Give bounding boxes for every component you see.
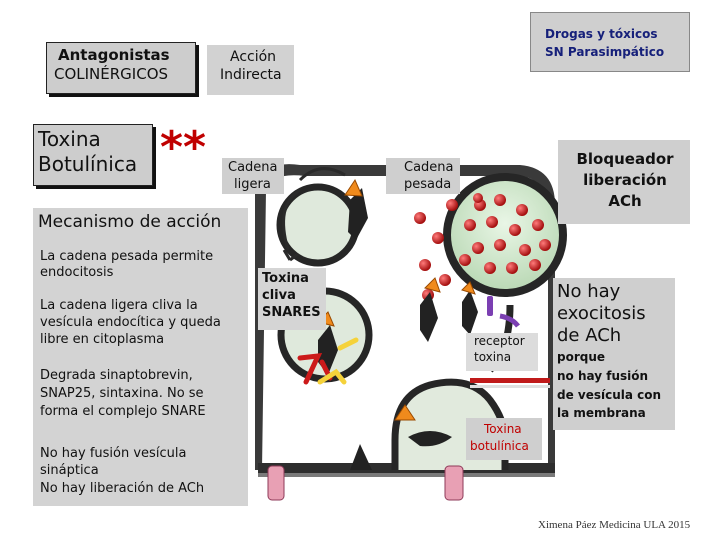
mechanism-p2-l2: vesícula endocítica y queda (40, 315, 221, 330)
cleaves-box (258, 268, 326, 330)
antagonists-label-1: Antagonistas (58, 46, 170, 64)
result-sub-2: no hay fusión (557, 369, 649, 383)
result-line-2: exocitosis (557, 303, 646, 324)
heavy-chain-label-2: pesada (404, 177, 452, 192)
light-chain-label-1: Cadena (228, 160, 278, 175)
light-chain-label-2: ligera (234, 177, 271, 192)
toxin-stars: ** (160, 122, 207, 173)
heavy-chain-box (386, 158, 460, 194)
indirect-label-1: Acción (230, 49, 277, 65)
indirect-label-2: Indirecta (220, 67, 282, 83)
toxin-bottom-box (466, 418, 542, 460)
snare-fragments (297, 337, 359, 385)
toxin-bottom-label-2: botulínica (470, 439, 529, 453)
antagonists-box (46, 42, 196, 94)
receptor-marker-1 (470, 378, 550, 383)
mechanism-p1-l1: La cadena pesada permite (40, 249, 214, 264)
toxin-title-box (33, 124, 153, 186)
cleaves-label-2: cliva (262, 288, 296, 303)
receptor-label-1: receptor (474, 334, 525, 348)
mechanism-title: Mecanismo de acción (38, 212, 222, 232)
toxin-light-chains (317, 178, 476, 421)
ach-molecules (459, 194, 551, 274)
drugs-label-1: Drogas y tóxicos (545, 27, 658, 41)
result-line-3: de ACh (557, 325, 622, 346)
mechanism-p3-l3: forma el complejo SNARE (40, 404, 206, 419)
cleaves-label-3: SNARES (262, 305, 321, 320)
blocker-label-1: Bloqueador (576, 150, 674, 168)
toxin-title-2: Botulínica (38, 152, 138, 176)
toxin-receptors (487, 296, 520, 328)
synaptic-vesicle (443, 173, 567, 297)
drugs-label-2: SN Parasimpático (545, 45, 665, 59)
membrane-proteins (267, 465, 464, 501)
mechanism-panel (33, 208, 248, 506)
result-sub-4: la membrana (557, 406, 646, 420)
mechanism-p3-l1: Degrada sinaptobrevin, (40, 368, 193, 383)
result-line-1: No hay (557, 281, 621, 302)
blocker-label-2: liberación (583, 171, 667, 189)
antagonists-label-2: COLINÉRGICOS (54, 65, 169, 83)
blocker-box (558, 140, 690, 224)
blocker-label-3: ACh (608, 192, 642, 210)
toxin-bottom-label-1: Toxina (484, 422, 522, 436)
mechanism-p2-l1: La cadena ligera cliva la (40, 298, 198, 313)
toxin-title-1: Toxina (38, 127, 101, 151)
mechanism-p4-l2: sináptica (40, 463, 99, 478)
cleaves-label-1: Toxina (262, 271, 309, 286)
receptor-box (466, 333, 538, 371)
footer-credit: Ximena Páez Medicina ULA 2015 (538, 519, 691, 531)
drugs-box (530, 12, 690, 72)
indirect-action-box (207, 45, 294, 95)
receptor-marker-2 (470, 385, 550, 388)
light-chain-box (222, 158, 284, 194)
result-sub-3: de vesícula con (557, 388, 662, 402)
mechanism-p4-l3: No hay liberación de ACh (40, 481, 205, 496)
receptor-label-2: toxina (474, 350, 512, 364)
result-panel (553, 278, 675, 430)
mechanism-p1-l2: endocitosis (40, 265, 114, 280)
mechanism-p2-l3: libre en citoplasma (40, 332, 165, 347)
mechanism-p3-l2: SNAP25, sintaxina. No se (40, 386, 204, 401)
mechanism-p4-l1: No hay fusión vesícula (40, 446, 187, 461)
heavy-chain-label-1: Cadena (404, 160, 454, 175)
result-sub-1: porque (557, 350, 606, 364)
